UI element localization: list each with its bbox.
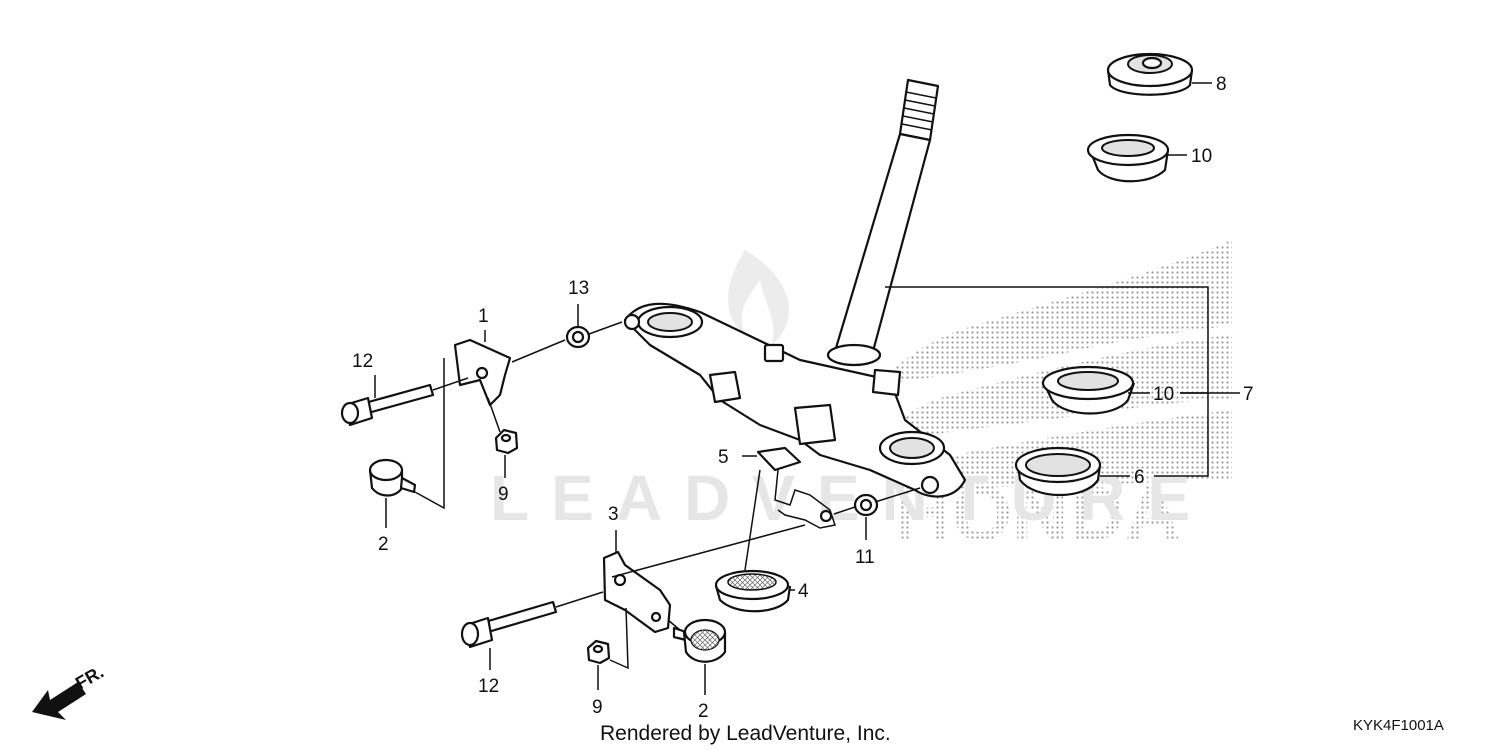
callout-10-upper: 10	[1191, 146, 1212, 167]
rendered-by-footer: Rendered by LeadVenture, Inc.	[600, 722, 891, 745]
callout-10-lower: 10	[1153, 384, 1174, 405]
diagram-code: KYK4F1001A	[1353, 717, 1444, 734]
part-10-upper-race	[1086, 133, 1170, 183]
watermark-text: LEADVENTURE	[490, 462, 1212, 534]
part-9-nut-upper	[494, 428, 519, 455]
part-12-bolt-upper	[340, 383, 435, 427]
callout-11: 11	[855, 547, 875, 568]
part-10-lower-race	[1041, 365, 1136, 415]
part-13-washer	[565, 325, 591, 349]
callout-12-upper: 12	[352, 351, 373, 372]
callout-5: 5	[718, 447, 729, 468]
leader-lines	[374, 82, 1240, 695]
callout-2-lower: 2	[698, 701, 709, 722]
callout-6: 6	[1134, 467, 1145, 488]
callout-13: 13	[568, 278, 589, 299]
front-arrow-icon	[32, 682, 86, 720]
part-5-clip	[756, 446, 836, 529]
callout-3: 3	[608, 504, 619, 525]
part-12-bolt-lower	[460, 600, 558, 649]
part-2-grommet-upper	[368, 458, 417, 497]
part-4-grommet	[714, 569, 792, 613]
front-direction-indicator: FR.	[32, 662, 107, 720]
callout-labels: 8 10 10 7 6 13 1 12 9 2 5 11 3 4 12 9 2	[352, 74, 1254, 722]
part-9-nut-lower	[586, 639, 611, 665]
callout-9-upper: 9	[498, 484, 509, 505]
part-2-grommet-lower	[672, 618, 727, 663]
part-6-bearing	[1014, 446, 1102, 497]
callout-8: 8	[1216, 74, 1227, 95]
callout-1: 1	[478, 306, 489, 327]
callout-2-upper: 2	[378, 534, 389, 555]
callout-9-lower: 9	[592, 697, 603, 718]
part-3-bracket	[602, 550, 672, 634]
callout-4: 4	[798, 581, 809, 602]
part-1-bracket	[453, 338, 512, 407]
bottom-bridge	[623, 302, 967, 498]
callout-12-lower: 12	[478, 676, 499, 697]
part-11-washer	[853, 493, 879, 517]
part-8-stem-nut	[1106, 52, 1194, 96]
callout-7: 7	[1243, 384, 1254, 405]
steering-stem	[826, 78, 940, 367]
